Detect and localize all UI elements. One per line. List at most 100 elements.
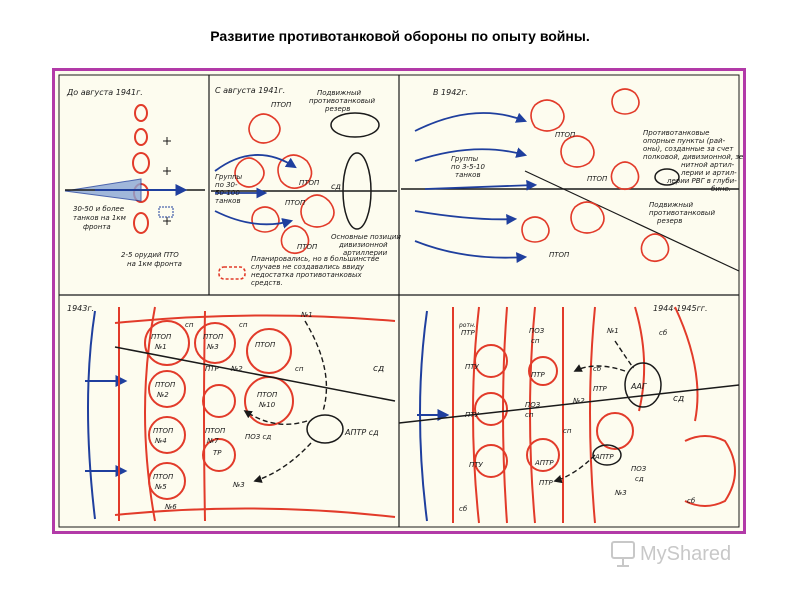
inner-border: [58, 74, 740, 528]
map-label: сб: [687, 497, 696, 505]
map-label: недостатка противотанковых: [251, 271, 362, 279]
map-label: №3: [614, 489, 627, 497]
map-label: №3: [206, 343, 219, 351]
map-label: сп: [563, 427, 572, 435]
map-label: полковой, дивизионной, зе-: [643, 153, 743, 161]
map-label: ПТОП: [271, 101, 292, 109]
map-label: 1944-1945гг.: [653, 304, 708, 313]
map-label: ПТУ: [465, 363, 480, 371]
map-label: сб: [459, 505, 468, 513]
aptr-oval: [306, 414, 344, 444]
map-label: сп: [525, 411, 534, 419]
map-label: 2-5 орудий ПТО: [121, 251, 179, 259]
map-label: Планировались, но в большинстве: [251, 255, 379, 263]
map-label: средств.: [251, 279, 283, 287]
panel-1941-since-august: С августа 1941г. Подвижный противотанков…: [211, 86, 401, 257]
reserve-oval: [330, 112, 380, 138]
map-label: ПТОП: [153, 473, 174, 481]
map-label: сб: [659, 329, 668, 337]
map-label: №2: [572, 397, 585, 405]
map-label: сб: [593, 365, 602, 373]
diagram-canvas: До августа 1941г. 30-50 и более танков н…: [58, 74, 743, 528]
map-label: на 1км фронта: [127, 260, 182, 268]
map-label: ПОЗ сд: [245, 433, 271, 441]
legend: Планировались, но в большинстве случаев …: [218, 255, 379, 287]
map-label: Подвижный: [649, 201, 693, 209]
map-label: сд: [331, 182, 341, 191]
map-label: ПТОП: [549, 251, 570, 259]
map-label: резерв: [656, 217, 682, 225]
watermark-text: MyShared: [640, 543, 731, 565]
map-label: ПТОП: [285, 199, 306, 207]
diagram-frame: До августа 1941г. 30-50 и более танков н…: [52, 68, 746, 534]
map-label: В 1942г.: [433, 88, 468, 97]
map-label: С августа 1941г.: [215, 86, 285, 95]
map-label: №7: [206, 437, 219, 445]
panel-1942: В 1942г. ПТОП ПТОП ПТОП Группы по 3-5-10…: [401, 88, 743, 272]
map-label: ПТОП: [299, 179, 320, 187]
map-label: ПТОП: [203, 333, 224, 341]
map-label: АПТР: [534, 459, 554, 467]
map-label: сд: [373, 364, 384, 374]
map-label: №1: [154, 343, 167, 351]
map-label: АПТР: [594, 453, 614, 461]
aag-oval: [624, 362, 662, 408]
blue-hatch: [158, 206, 174, 218]
map-label: ПТОП: [205, 427, 226, 435]
map-label: ПТОП: [153, 427, 174, 435]
map-label: ротн.: [458, 322, 476, 329]
map-label: ПТР: [531, 371, 546, 379]
map-label: случаев не создавались ввиду: [251, 263, 365, 271]
map-label: ПТОП: [297, 243, 318, 251]
map-label: лерии и артил-: [680, 169, 737, 177]
map-label: ПТР: [205, 365, 220, 373]
map-label: сд: [673, 394, 684, 404]
map-label: артиллерии: [343, 249, 388, 257]
map-label: по 30-: [215, 181, 238, 189]
map-label: 1943г.: [67, 304, 94, 313]
map-label: №1: [606, 327, 619, 335]
map-label: ПОЗ: [631, 465, 647, 473]
map-label: ПОЗ: [529, 327, 545, 335]
map-label: противотанковый: [309, 97, 375, 105]
map-label: дивизионной: [338, 241, 388, 249]
panel-1943: 1943г. ПТОП №1 ПТОП №3 ПТОП ПТР ПТ: [67, 304, 396, 522]
division-oval: [342, 152, 372, 230]
map-label: Противотанковые: [643, 129, 709, 137]
map-label: ПТР: [593, 385, 608, 393]
map-label: АПТР сд: [344, 428, 379, 437]
map-label: №10: [258, 401, 276, 409]
page-title: Развитие противотанковой обороны по опыт…: [210, 28, 590, 44]
panel-1941-before-august: До августа 1941г. 30-50 и более танков н…: [64, 88, 205, 268]
presentation-board-icon: [611, 541, 635, 567]
map-label: нитной артил-: [681, 161, 735, 169]
map-label: ПТОП: [151, 333, 172, 341]
map-label: ПТОП: [257, 391, 278, 399]
map-label: 30-50 и более: [73, 205, 124, 213]
map-label: танков: [455, 171, 481, 179]
map-label: 50-100: [215, 189, 240, 197]
map-label: бине.: [711, 185, 731, 193]
map-label: №6: [164, 503, 177, 511]
map-label: противотанковый: [649, 209, 715, 217]
reserve-oval-3: [654, 168, 680, 186]
map-label: №2: [230, 365, 243, 373]
map-label: сп: [185, 321, 194, 329]
map-label: сп: [295, 365, 304, 373]
panel-1944-1945: 1944-1945гг. ротн. ПТР ПОЗ сп ПТУ ПТР ПТ…: [398, 304, 740, 524]
p1-heading: До августа 1941г.: [66, 88, 143, 97]
map-label: №4: [154, 437, 167, 445]
map-label: Группы: [451, 155, 479, 163]
map-label: ПОЗ: [525, 401, 541, 409]
map-label: сп: [239, 321, 248, 329]
map-label: Группы: [215, 173, 243, 181]
map-label: ПТУ: [465, 411, 480, 419]
map-label: ПТОП: [255, 341, 276, 349]
map-label: опорные пункты (рай-: [643, 137, 726, 145]
enemy-front-line: [87, 310, 96, 520]
map-label: №5: [154, 483, 167, 491]
map-label: ТР: [213, 449, 222, 457]
map-label: ПТР: [461, 329, 476, 337]
map-label: ПТОП: [555, 131, 576, 139]
map-label: сп: [531, 337, 540, 345]
